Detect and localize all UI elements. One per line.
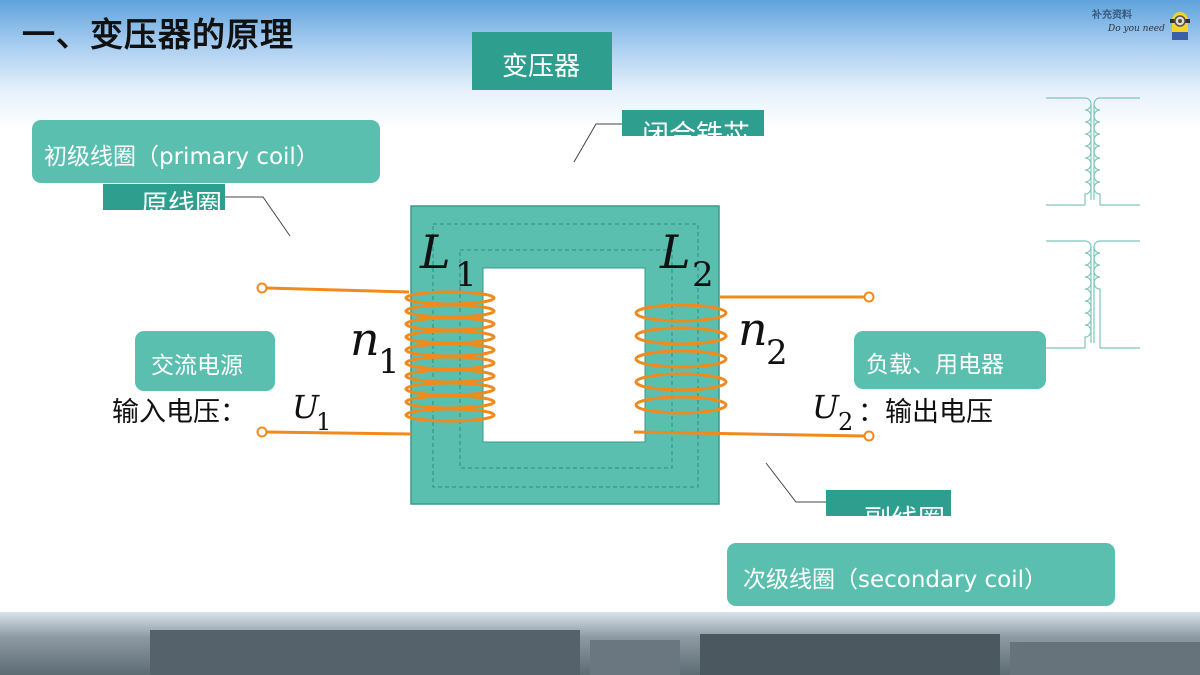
inductance-L1-symbol: L xyxy=(419,225,451,279)
inductance-L2-symbol: L xyxy=(659,225,691,279)
secondary-coil-en-label: 次级线圈（secondary coil） xyxy=(727,543,1115,606)
output-lead-bottom xyxy=(633,430,865,438)
primary-coil-cn-label: 原线圈 xyxy=(103,184,225,210)
output-voltage-symbol: U xyxy=(812,388,840,426)
secondary-coil-cn-label: 副线圈 xyxy=(826,490,951,516)
turns-n1-subscript: 1 xyxy=(378,342,400,382)
core-callout-line xyxy=(573,123,625,163)
output-voltage-text: ：输出电压 xyxy=(858,397,993,428)
turns-n1-symbol: n xyxy=(350,312,380,366)
turns-n2-subscript: 2 xyxy=(766,333,788,373)
output-voltage-subscript: 2 xyxy=(838,408,853,436)
closed-core-label: 闭合铁芯 xyxy=(622,110,774,136)
logo-text: 补充资料 xyxy=(1092,10,1132,21)
primary-callout-line xyxy=(225,196,291,237)
inductance-L1-subscript: 1 xyxy=(455,255,477,295)
input-voltage-symbol: U xyxy=(292,388,320,426)
input-voltage-text: 输入电压： xyxy=(112,397,247,428)
core-flux-path-inner xyxy=(459,249,673,469)
input-lead-bottom xyxy=(265,430,412,436)
slide-title: 一、变压器的原理 xyxy=(22,15,294,54)
minion-icon xyxy=(1170,12,1190,40)
ac-source-label: 交流电源 xyxy=(135,331,275,391)
brand-logo: 补充资料 Do you need xyxy=(1090,4,1196,42)
core-window xyxy=(482,267,646,443)
transformer-symbol-icon-2 xyxy=(1046,240,1140,349)
secondary-coil-cn-text: 副线圈 xyxy=(826,490,951,516)
campus-banner xyxy=(0,612,1200,675)
secondary-callout-line xyxy=(765,462,826,503)
input-terminal-bottom xyxy=(256,426,268,438)
secondary-coil-en-text: 次级线圈（secondary coil） xyxy=(743,567,1047,593)
primary-coil-en-label: 初级线圈（primary coil） xyxy=(32,120,380,183)
inductance-L2-subscript: 2 xyxy=(692,255,714,295)
input-lead-top xyxy=(265,286,410,294)
load-label: 负载、用电器 xyxy=(854,331,1046,389)
transformer-symbol-icon xyxy=(1046,97,1140,206)
load-text: 负载、用电器 xyxy=(866,352,1004,378)
transformer-label: 变压器 xyxy=(472,32,612,90)
secondary-coil xyxy=(634,303,728,415)
closed-core-label-text: 闭合铁芯 xyxy=(622,110,764,136)
ac-source-text: 交流电源 xyxy=(151,353,243,379)
transformer-label-text: 变压器 xyxy=(502,52,581,82)
input-terminal-top xyxy=(256,282,268,294)
input-voltage-subscript: 1 xyxy=(316,408,331,436)
logo-tagline: Do you need xyxy=(1108,24,1165,34)
primary-coil xyxy=(404,290,496,423)
turns-n2-symbol: n xyxy=(738,302,768,356)
output-terminal-bottom xyxy=(863,430,875,442)
primary-coil-cn-text: 原线圈 xyxy=(103,184,225,210)
primary-coil-en-text: 初级线圈（primary coil） xyxy=(44,144,319,170)
output-terminal-top xyxy=(863,291,875,303)
